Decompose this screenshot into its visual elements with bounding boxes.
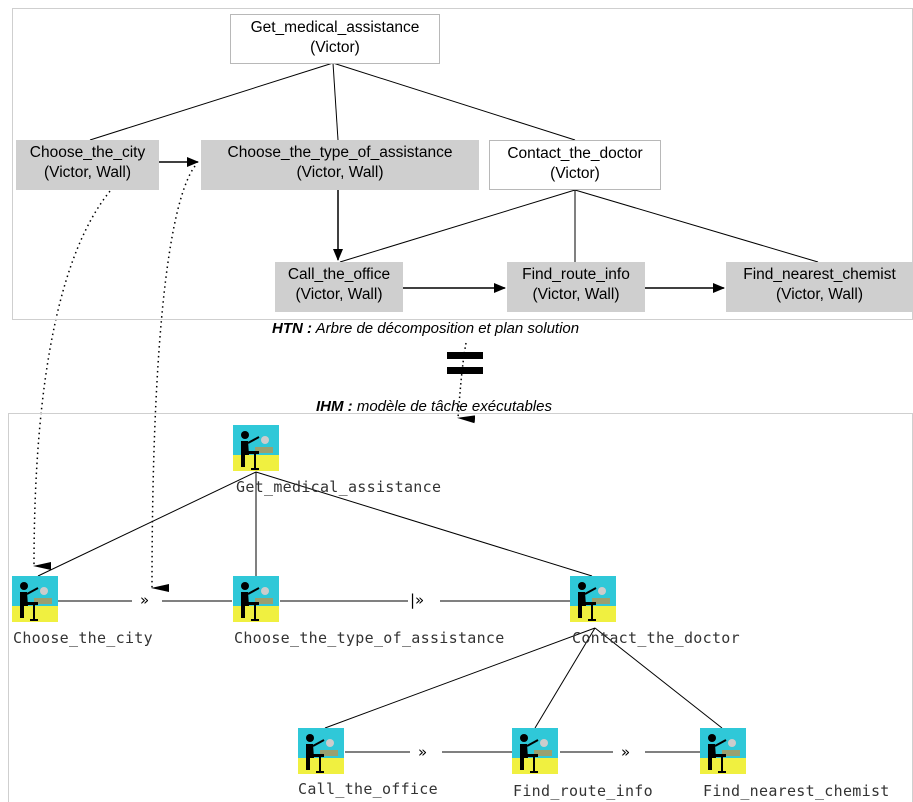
node-name: Get_medical_assistance (250, 19, 420, 36)
htn-plan-arrows (159, 157, 725, 293)
ihm-label-get-medical-assistance: Get_medical_assistance (236, 478, 442, 496)
operator-enabling-2: » (418, 743, 428, 761)
htn-decomposition-edges (89, 62, 819, 263)
htn-node-choose-the-city: Choose_the_city (Victor, Wall) (16, 140, 159, 190)
operator-enabling-1: » (140, 591, 150, 609)
ihm-label-call-the-office: Call_the_office (298, 780, 438, 798)
node-args: (Victor, Wall) (44, 164, 131, 181)
node-name: Contact_the_doctor (507, 145, 643, 162)
task-icon-choose-the-type-of-assistance[interactable] (233, 576, 279, 622)
ihm-label-contact-the-doctor: Contact_the_doctor (572, 629, 740, 647)
node-name: Choose_the_city (29, 144, 146, 161)
node-args: (Victor, Wall) (532, 286, 620, 303)
ihm-sequence-lines (58, 600, 700, 753)
node-name: Find_route_info (522, 266, 630, 283)
ihm-label-choose-the-type-of-assistance: Choose_the_type_of_assistance (234, 629, 505, 647)
htn-node-call-the-office: Call_the_office (Victor, Wall) (275, 262, 403, 312)
task-icon-contact-the-doctor[interactable] (570, 576, 616, 622)
task-icon-choose-the-city[interactable] (12, 576, 58, 622)
task-icon-get-medical-assistance[interactable] (233, 425, 279, 471)
node-name: Choose_the_type_of_assistance (227, 144, 453, 161)
htn-caption-text: Arbre de décomposition et plan solution (312, 320, 580, 337)
operator-enabling-3: » (621, 743, 631, 761)
node-name: Call_the_office (287, 266, 391, 283)
htn-node-choose-the-type-of-assistance: Choose_the_type_of_assistance (Victor, W… (201, 140, 479, 190)
ihm-tree-edges (37, 471, 723, 729)
htn-node-contact-the-doctor: Contact_the_doctor (Victor) (489, 140, 661, 190)
node-name: Find_nearest_chemist (743, 266, 896, 283)
mapping-arrow (457, 342, 476, 424)
node-args: (Victor, Wall) (776, 286, 863, 303)
ihm-label-choose-the-city: Choose_the_city (13, 629, 153, 647)
node-args: (Victor) (310, 39, 360, 56)
task-icon-call-the-office[interactable] (298, 728, 344, 774)
task-icon-find-nearest-chemist[interactable] (700, 728, 746, 774)
node-args: (Victor, Wall) (296, 164, 384, 181)
ihm-caption-text: modèle de tâche exécutables (352, 398, 552, 415)
node-args: (Victor) (550, 165, 600, 182)
task-icon-find-route-info[interactable] (512, 728, 558, 774)
ihm-caption: IHM : modèle de tâche exécutables (316, 398, 552, 415)
ihm-label-find-route-info: Find_route_info (513, 782, 653, 800)
htn-node-find-nearest-chemist: Find_nearest_chemist (Victor, Wall) (726, 262, 913, 312)
node-args: (Victor, Wall) (295, 286, 383, 303)
htn-node-get-medical-assistance: Get_medical_assistance (Victor) (230, 14, 440, 64)
operator-enabling-info: |» (410, 591, 425, 609)
mapping-equals-sign (447, 352, 483, 374)
htn-caption: HTN : Arbre de décomposition et plan sol… (272, 320, 579, 337)
htn-caption-label: HTN : (272, 320, 312, 337)
correspondence-arrow-city (33, 179, 121, 571)
ihm-label-find-nearest-chemist: Find_nearest_chemist (703, 782, 890, 800)
ihm-caption-label: IHM : (316, 398, 353, 415)
htn-node-find-route-info: Find_route_info (Victor, Wall) (507, 262, 645, 312)
